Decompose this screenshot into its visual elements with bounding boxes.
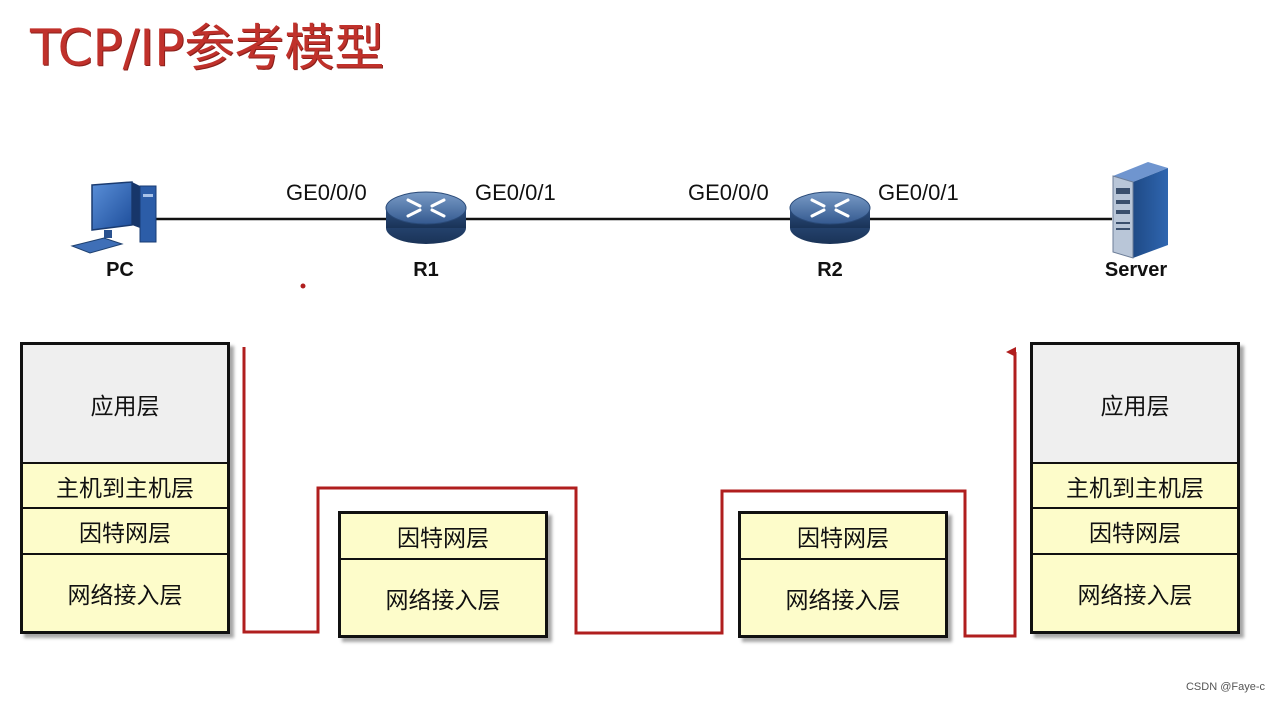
desktop-computer-icon [70, 181, 157, 254]
slide-title: TCP/IP参考模型 [30, 19, 385, 77]
layer-network-access: 网络接入层 [741, 560, 945, 635]
layer-internet: 因特网层 [23, 509, 227, 555]
data-flow-path [242, 347, 1017, 638]
layer-host-to-host: 主机到主机层 [1033, 464, 1237, 509]
device-label-r2: R2 [817, 259, 843, 281]
r1-protocol-stack: 因特网层 网络接入层 [338, 511, 548, 638]
layer-network-access: 网络接入层 [341, 560, 545, 635]
layer-application: 应用层 [23, 345, 227, 464]
interface-label-r2-ge000: GE0/0/0 [688, 180, 769, 205]
layer-network-access: 网络接入层 [1033, 555, 1237, 631]
layer-internet: 因特网层 [341, 514, 545, 560]
pc-protocol-stack: 应用层 主机到主机层 因特网层 网络接入层 [20, 342, 230, 634]
router-icon [385, 191, 467, 244]
device-label-pc: PC [106, 259, 134, 281]
watermark-text: CSDN @Faye-c [1185, 681, 1265, 693]
layer-application: 应用层 [1033, 345, 1237, 464]
interface-label-r1-ge001: GE0/0/1 [475, 180, 556, 205]
layer-network-access: 网络接入层 [23, 555, 227, 631]
interface-label-r2-ge001: GE0/0/1 [878, 180, 959, 205]
cursor-dot [300, 283, 306, 289]
server-tower-icon [1112, 162, 1168, 259]
layer-internet: 因特网层 [741, 514, 945, 560]
device-label-r1: R1 [413, 259, 439, 281]
device-label-server: Server [1104, 259, 1168, 281]
router-icon [789, 191, 871, 244]
server-protocol-stack: 应用层 主机到主机层 因特网层 网络接入层 [1030, 342, 1240, 634]
r2-protocol-stack: 因特网层 网络接入层 [738, 511, 948, 638]
interface-label-r1-ge000: GE0/0/0 [286, 180, 367, 205]
layer-host-to-host: 主机到主机层 [23, 464, 227, 509]
layer-internet: 因特网层 [1033, 509, 1237, 555]
